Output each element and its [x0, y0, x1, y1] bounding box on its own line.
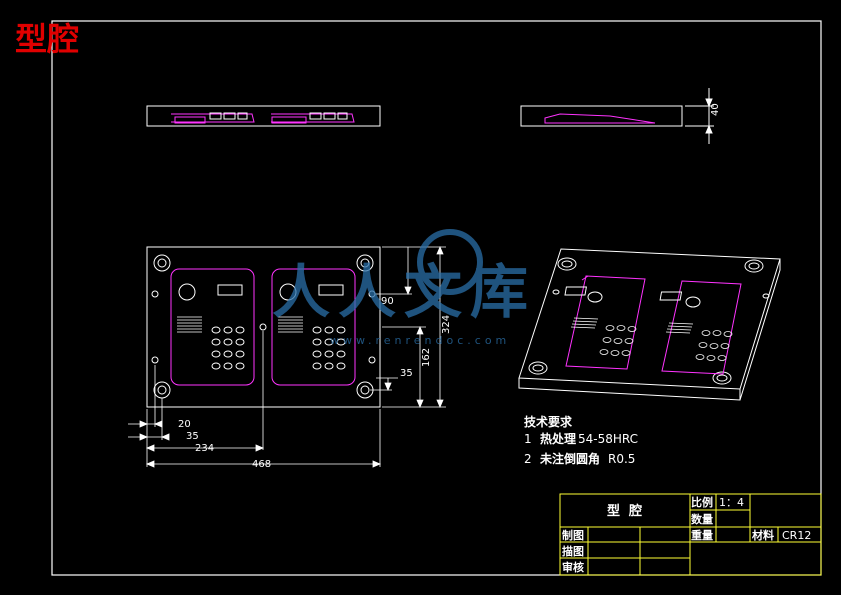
side-view-right [520, 88, 714, 144]
scale-value: 1：4 [719, 496, 744, 509]
tech-note-2-label: 未注倒圆角 [539, 451, 600, 466]
dim-324: 324 [441, 315, 452, 334]
tech-notes-heading: 技术要求 [524, 414, 573, 429]
tech-note-2-value: R0.5 [608, 452, 635, 466]
dim-20: 20 [178, 419, 191, 430]
watermark-text: 人人文库 [272, 258, 536, 326]
side-view-front [146, 105, 381, 127]
drawn-by-label: 制图 [562, 528, 584, 542]
checked-by-label: 审核 [562, 560, 584, 574]
tech-note-1-label: 热处理 [540, 431, 576, 446]
material-label: 材料 [752, 528, 774, 542]
quantity-label: 数量 [691, 512, 713, 526]
scale-label: 比例 [691, 495, 713, 509]
drawing-frame [51, 20, 822, 576]
dim-162: 162 [421, 348, 432, 367]
dim-468: 468 [252, 459, 271, 470]
weight-label: 重量 [691, 528, 713, 542]
dim-35-horizontal: 35 [186, 431, 199, 442]
title-block [559, 493, 822, 576]
dim-234: 234 [195, 443, 214, 454]
material-value: CR12 [782, 529, 811, 542]
page-title: 型腔 [15, 20, 79, 58]
plan-dimensions [128, 245, 446, 468]
title-block-part-name: 型 腔 [607, 503, 642, 519]
isometric-view [518, 248, 781, 401]
traced-by-label: 描图 [562, 544, 584, 558]
tech-note-2-num: 2 [524, 452, 532, 466]
dim-40: 40 [710, 103, 721, 116]
tech-note-1-num: 1 [524, 432, 532, 446]
watermark-url: www.renrendoc.com [330, 334, 510, 347]
tech-note-1-value: 54-58HRC [578, 432, 638, 446]
dim-35-vertical: 35 [400, 368, 413, 379]
dim-90: 90 [381, 296, 394, 307]
watermark: 人人文库 www.renrendoc.com [272, 229, 536, 347]
